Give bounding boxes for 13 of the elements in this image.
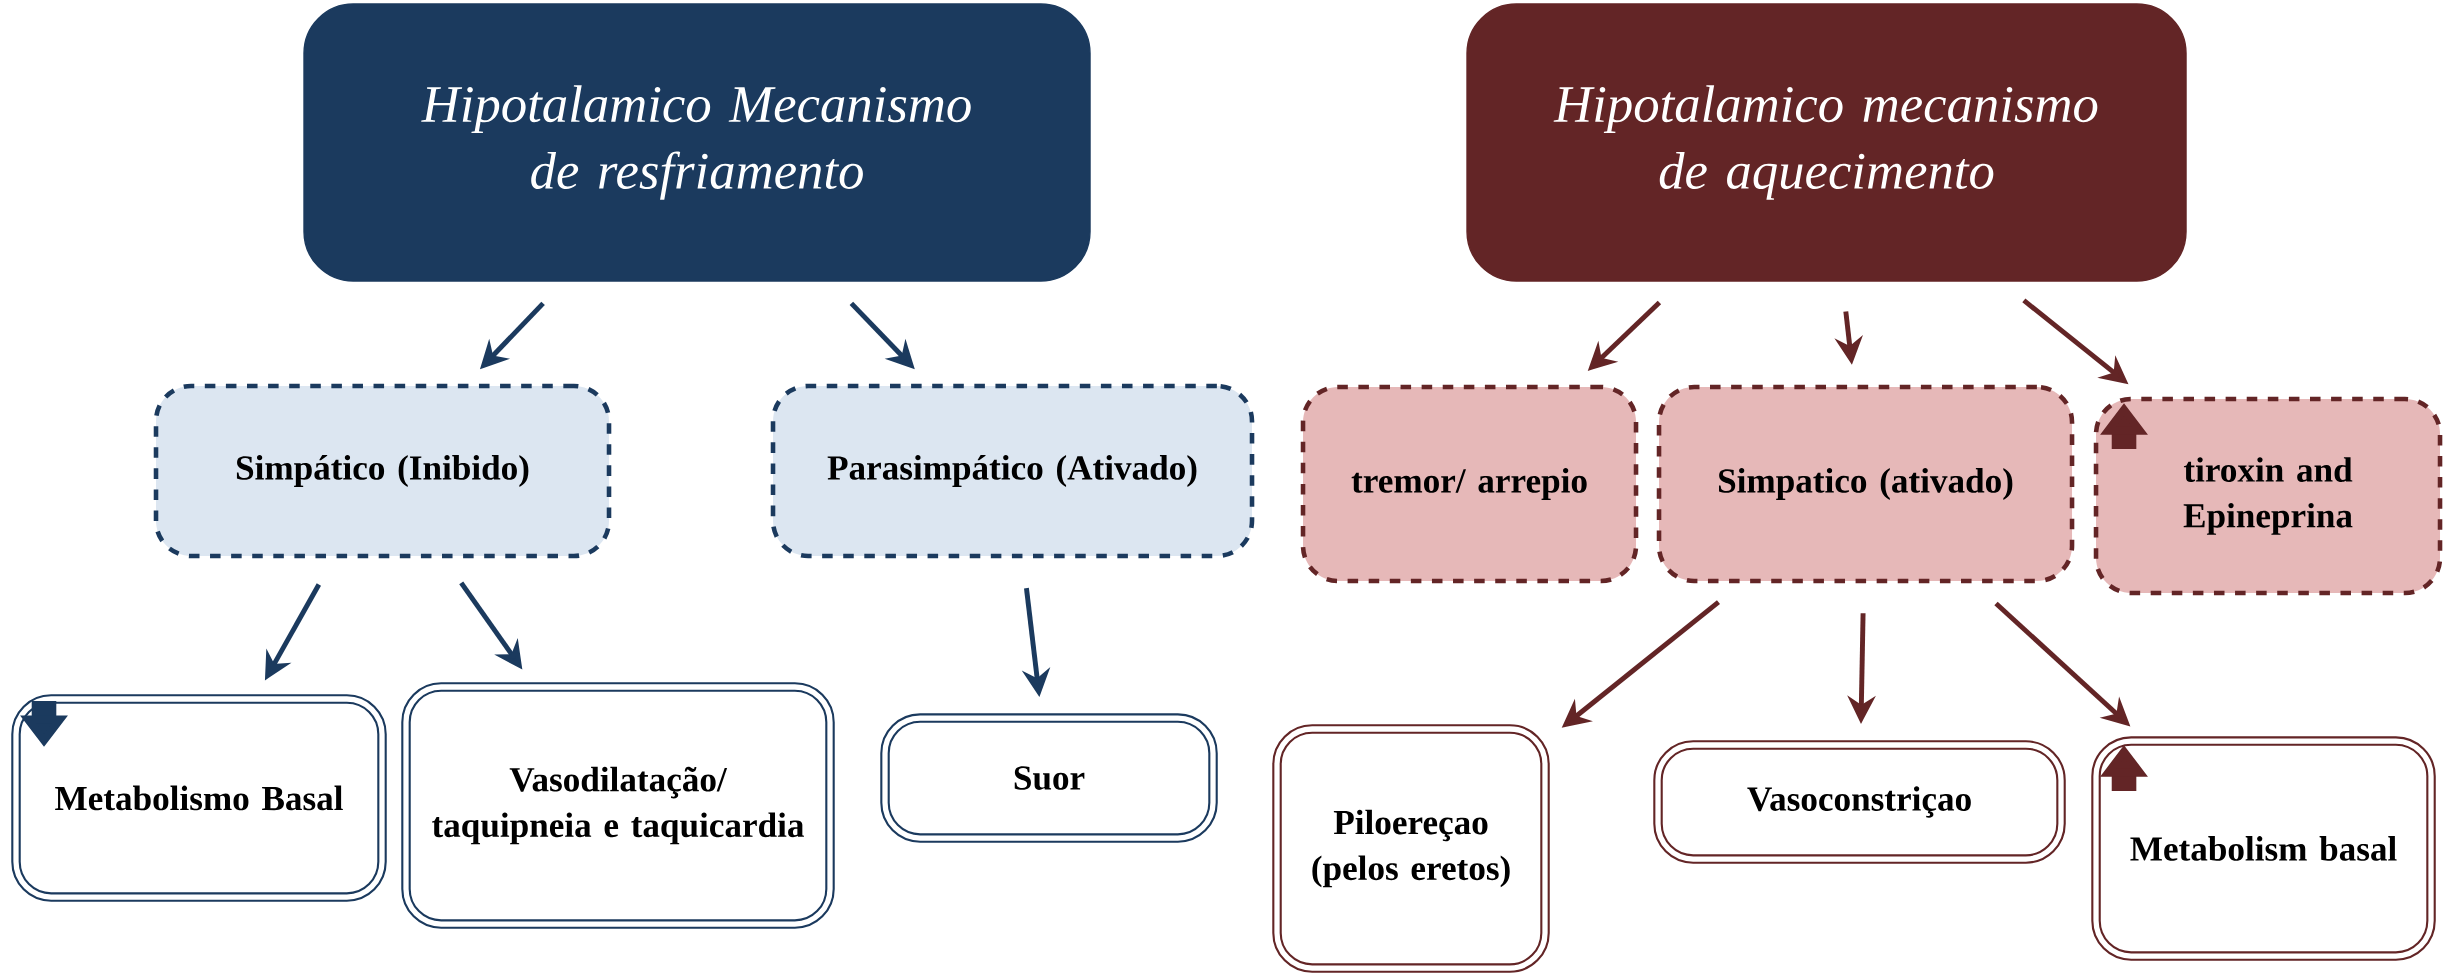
effect-box: Suor [880,713,1218,843]
process-box: Parasimpático (Ativado) [770,383,1255,559]
effect-box: Vasoconstriçao [1653,740,2066,864]
process-box: Simpático (Inibido) [153,383,612,559]
process-box: tremor/ arrepio [1300,384,1639,584]
title-box: Hipotalamico mecanismo de aquecimento [1466,3,2187,282]
effect-box: Piloereçao (pelos eretos) [1272,724,1550,973]
title-box: Hipotalamico Mecanismo de resfriamento [303,3,1091,282]
effect-box: Metabolismo Basal [11,694,387,902]
effect-box: Metabolism basal [2091,736,2436,961]
process-box: tiroxin and Epineprina [2093,396,2443,596]
process-box: Simpatico (ativado) [1656,384,2075,584]
effect-box: Vasodilatação/ taquipneia e taquicardia [401,682,835,929]
